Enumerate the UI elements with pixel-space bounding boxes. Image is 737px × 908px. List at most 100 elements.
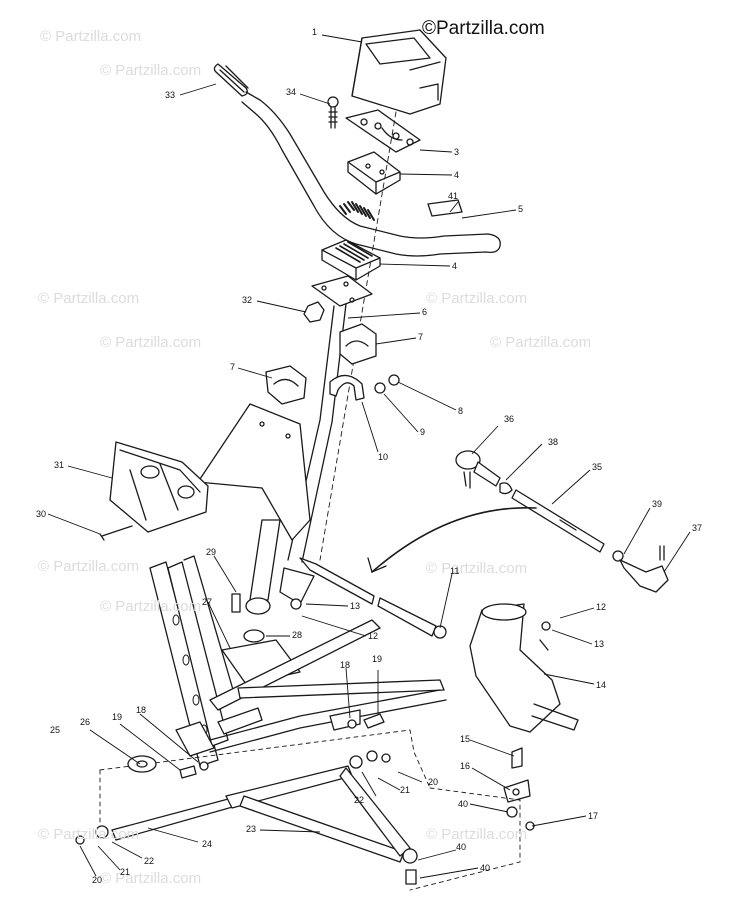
watermark-faint: © Partzilla.com [426,290,528,307]
nut-18-right [347,719,357,729]
callout-34: 34 [286,87,297,97]
instrument-pod [351,29,447,115]
callout-18-right: 18 [340,660,351,670]
watermark-faint: © Partzilla.com [490,334,592,351]
callout-20-right: 20 [428,777,439,787]
callout-9: 9 [420,427,426,437]
callout-13-center: 13 [350,601,361,611]
watermark-faint: © Partzilla.com [426,826,528,843]
bolt-40-bottom [405,869,417,885]
spacer-21-right [366,750,378,762]
bushing-7-left [265,365,307,405]
callout-12-center: 12 [368,631,379,641]
callout-35: 35 [592,462,603,472]
callout-33: 33 [165,90,176,100]
callout-11: 11 [450,566,460,576]
watermark-faint: © Partzilla.com [100,598,202,615]
callout-37: 37 [692,523,703,533]
bushing-7-right [339,323,377,365]
callout-36: 36 [504,414,515,424]
callout-19-right: 19 [372,654,383,664]
callout-39: 39 [652,499,663,509]
callout-21-right: 21 [400,785,411,795]
callout-15: 15 [460,734,471,744]
callout-10: 10 [378,452,389,462]
callout-6: 6 [422,307,428,317]
leader-lines [47,34,691,879]
callout-27: 27 [202,597,213,607]
callout-25: 25 [50,725,61,735]
nut-32 [303,301,325,323]
callout-40-middle: 40 [456,842,467,852]
callout-20-left: 20 [92,875,103,885]
callout-13-right: 13 [594,639,605,649]
spindle-14 [469,603,579,733]
bolt-19-left [179,765,197,779]
callout-5: 5 [518,204,524,214]
handlebar-clamp-upper [345,109,421,153]
callout-23: 23 [246,824,257,834]
nut-18-left [199,761,209,771]
direction-arrow [371,506,537,573]
nut-13-center [290,598,302,610]
callout-14: 14 [596,680,607,690]
washer-28 [243,629,265,643]
nut-8 [388,374,400,386]
callout-38: 38 [548,437,559,447]
callout-22-left: 22 [144,856,155,866]
strap-10 [329,374,365,401]
callout-41: 41 [448,191,459,201]
bolt-34 [327,96,339,129]
watermark-faint: © Partzilla.com [38,558,140,575]
callout-24: 24 [202,839,213,849]
washer-20 [75,835,85,845]
washer-26 [127,755,157,773]
washer-20-right [381,753,391,763]
washer-9 [374,382,386,394]
callout-18-left: 18 [136,705,147,715]
frame-cross-members [175,619,447,757]
tie-rod-upper [299,557,375,605]
callout-12-right: 12 [596,602,607,612]
arrow-head [367,557,387,573]
callout-21-left: 21 [120,867,131,877]
clamp-block-upper [347,151,401,195]
watermark-faint: © Partzilla.com [40,28,142,45]
tie-rod-assembly [455,450,669,593]
callout-40-right: 40 [458,799,469,809]
callout-17: 17 [588,811,599,821]
tie-rod-11 [377,597,437,637]
bushing-22 [349,755,363,769]
callout-7-right: 7 [418,332,424,342]
callout-22-right: 22 [354,795,365,805]
callout-16: 16 [460,761,471,771]
watermark-logo: ©Partzilla.com [422,18,545,39]
watermark-faint: © Partzilla.com [100,870,202,887]
callout-8: 8 [458,406,464,416]
watermark-faint: © Partzilla.com [38,826,140,843]
callout-7-left: 7 [230,362,236,372]
callout-4-upper: 4 [454,170,460,180]
callout-40-bottom: 40 [480,863,491,873]
callout-30: 30 [36,509,47,519]
clamp-block-lower [321,239,381,281]
bolt-19-right [363,713,385,729]
bolt-30 [99,525,133,541]
callout-1: 1 [312,27,318,37]
watermark-faint: © Partzilla.com [100,62,202,79]
bracket-31 [109,441,209,533]
nut-13-right [541,621,551,631]
callout-28: 28 [292,630,303,640]
watermark-faint: © Partzilla.com [38,290,140,307]
watermark-faint: © Partzilla.com [100,334,202,351]
bolt-29 [231,593,241,613]
callout-3: 3 [454,147,460,157]
lower-joint-parts [503,747,535,831]
callout-32: 32 [242,295,253,305]
handlebar [213,63,501,257]
callout-26: 26 [80,717,91,727]
watermark-faint: © Partzilla.com [426,560,528,577]
ground-outline [99,729,521,891]
